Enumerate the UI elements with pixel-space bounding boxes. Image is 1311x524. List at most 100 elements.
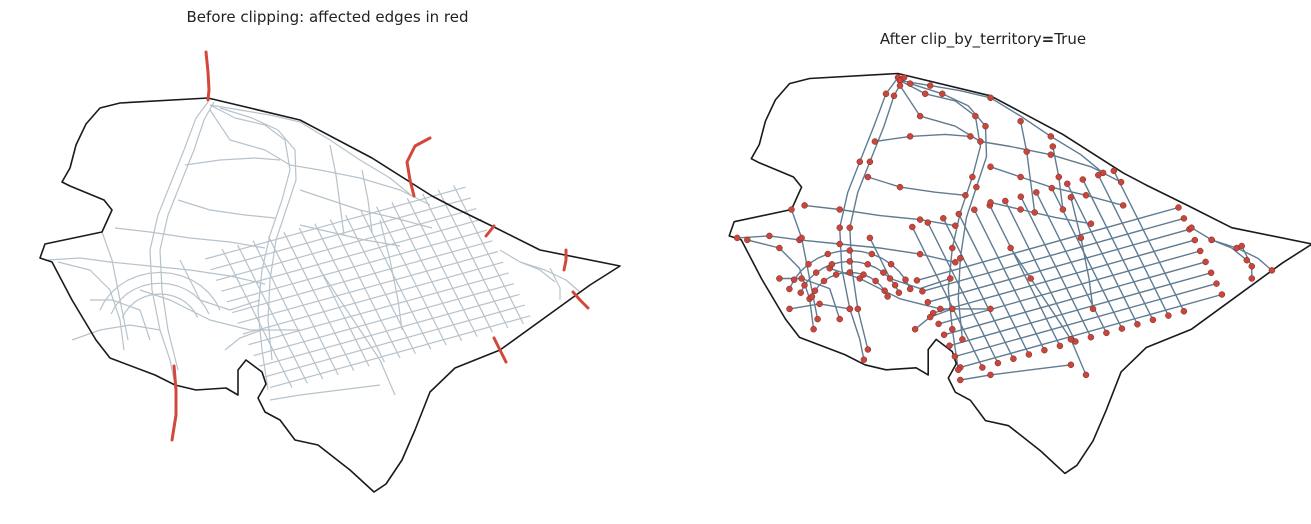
network-node (1103, 329, 1110, 337)
network-node (856, 275, 864, 282)
network-node (939, 90, 946, 98)
network-node (1243, 256, 1251, 264)
street-edge (406, 197, 478, 337)
clipped-edge (1211, 239, 1273, 271)
network-node (947, 275, 954, 282)
network-node (1067, 361, 1075, 369)
clipped-edge (911, 226, 984, 368)
street-edge (298, 227, 370, 367)
network-node (967, 133, 974, 140)
network-node (1268, 267, 1276, 274)
clipped-edge (960, 293, 1223, 369)
network-node (733, 234, 741, 242)
street-edge (149, 101, 209, 381)
network-node (1041, 346, 1048, 354)
street-edge (379, 219, 403, 331)
street-edge (264, 304, 526, 378)
network-node (866, 158, 874, 166)
street-edge (110, 282, 210, 315)
network-node (1117, 178, 1125, 186)
network-node (951, 353, 959, 360)
network-node (820, 277, 828, 285)
street-edge (269, 315, 531, 389)
network-node (846, 305, 854, 313)
network-node (801, 281, 808, 289)
street-edge (159, 101, 215, 371)
network-nodes (733, 74, 1276, 384)
panel-title-after: After clip_by_territory=True (655, 30, 1311, 48)
network-node (887, 260, 895, 268)
clipped-edge (867, 176, 966, 196)
network-node (906, 133, 914, 140)
network-node (788, 206, 795, 213)
affected-edge (571, 290, 590, 310)
clipped-edge (874, 133, 971, 143)
network-node (846, 224, 854, 231)
network-node (801, 202, 808, 209)
network-node (1048, 184, 1056, 192)
network-node (1099, 169, 1107, 177)
network-node (864, 346, 872, 353)
network-node (1248, 263, 1256, 270)
network-node (935, 320, 942, 328)
network-node (949, 305, 956, 313)
street-edge (314, 223, 386, 363)
clipped-edge (1066, 183, 1139, 325)
street-edge (209, 104, 413, 197)
network-node (1191, 236, 1199, 244)
street-edge (248, 272, 509, 346)
network-node (836, 206, 843, 213)
network-node (776, 244, 783, 252)
street-edge (437, 189, 509, 329)
network-node (824, 250, 832, 258)
clipped-edge (811, 271, 889, 297)
network-node (880, 269, 887, 276)
network-node (886, 275, 894, 282)
network-node (790, 276, 798, 283)
network-node (1031, 209, 1038, 216)
network-node (895, 289, 903, 296)
network-node (940, 215, 947, 222)
clipped-edge (1191, 227, 1248, 261)
network-node (1134, 321, 1141, 328)
street-edge (519, 261, 581, 293)
affected-edges (170, 50, 590, 442)
network-node (1007, 244, 1014, 252)
clipped-edge (1004, 200, 1077, 342)
street-edge (283, 231, 355, 371)
street-edge (209, 104, 291, 391)
network-node (871, 138, 879, 145)
network-node (1119, 202, 1127, 209)
street-edge (177, 199, 276, 219)
network-node (913, 277, 921, 284)
clipped-edge (804, 204, 956, 227)
street-edge (360, 210, 432, 350)
network-node (957, 376, 964, 384)
street-edge (391, 202, 463, 342)
network-node (916, 250, 924, 258)
network-node (946, 342, 953, 349)
network-node (919, 288, 926, 295)
street-edge (221, 248, 293, 388)
title-after-suffix: True (1054, 30, 1087, 48)
clipped-edge (922, 217, 1185, 292)
street-edge (109, 261, 266, 285)
map-after-clipping (728, 72, 1311, 475)
network-node (1017, 206, 1024, 213)
network-node (987, 94, 994, 102)
network-node (972, 112, 979, 120)
clipped-edge (1097, 174, 1170, 316)
clipped-edge (838, 77, 899, 360)
street-edge (361, 169, 373, 233)
network-node (1087, 220, 1095, 227)
network-node (955, 210, 963, 218)
network-node (1208, 236, 1215, 244)
clipped-edge (869, 237, 951, 290)
street-edge (329, 219, 401, 359)
street-edge (329, 144, 345, 236)
network-node (1064, 180, 1071, 188)
network-node (1180, 308, 1188, 315)
street-edge (139, 289, 300, 331)
network-node (971, 206, 978, 213)
clipped-edge (1019, 121, 1036, 213)
